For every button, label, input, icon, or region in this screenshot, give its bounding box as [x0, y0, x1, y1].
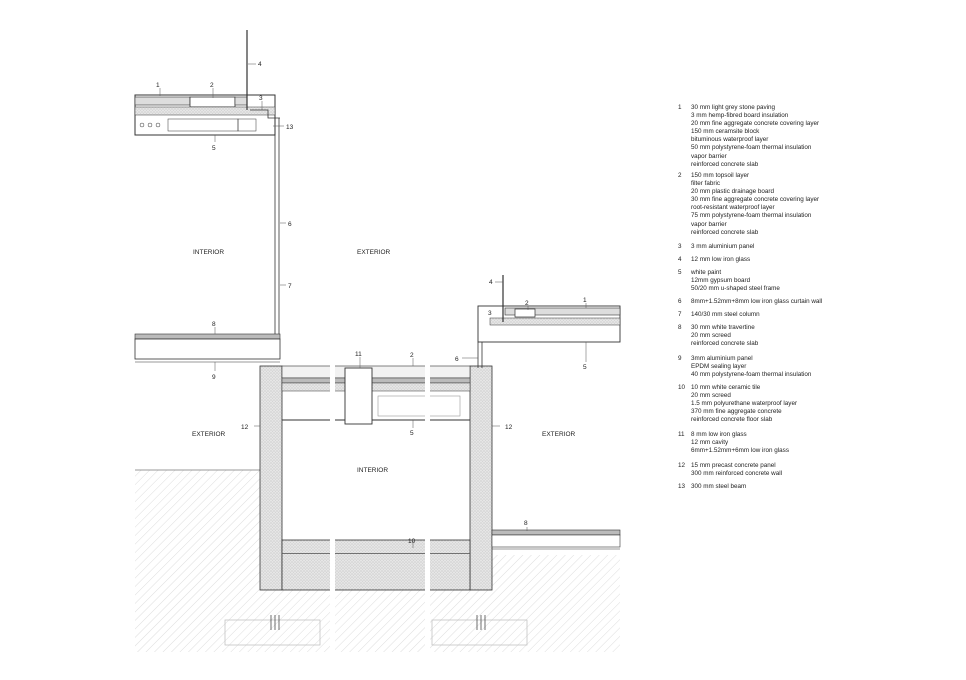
legend-number: 9	[678, 355, 682, 362]
callout-8-right: 8	[524, 520, 528, 527]
callout-1-right: 1	[583, 297, 587, 304]
legend-line: 20 mm screed	[691, 332, 731, 340]
legend-line: filter fabric	[691, 180, 721, 188]
legend-number: 7	[678, 311, 682, 318]
upper-left-roof-slab	[134, 30, 280, 136]
room-label-exterior-upper: EXTERIOR	[357, 249, 391, 256]
legend-line: 12 mm low iron glass	[691, 256, 751, 263]
legend-line: vapor barrier	[691, 152, 727, 160]
callout-3: 3	[259, 95, 263, 102]
legend-line: bituminous waterproof layer	[691, 136, 769, 144]
legend-line: 12 mm cavity	[691, 439, 729, 447]
callout-6: 6	[288, 221, 292, 228]
legend-line: 40 mm polystyrene-foam thermal insulatio…	[691, 371, 812, 379]
callout-12-right: 12	[505, 424, 513, 431]
callout-7: 7	[288, 283, 292, 290]
legend-number: 11	[678, 431, 685, 438]
legend-line: EPDM sealing layer	[691, 363, 747, 371]
legend-line: 30 mm fine aggregate concrete covering l…	[691, 196, 820, 204]
callout-12-left: 12	[241, 424, 249, 431]
legend-line: 1.5 mm polyurethane waterproof layer	[691, 400, 798, 408]
legend-line: root-resistant waterproof layer	[691, 204, 775, 212]
legend-line: 6mm+1.52mm+6mm low iron glass	[691, 447, 789, 455]
room-label-interior-lower: INTERIOR	[357, 467, 388, 474]
callout-10: 10	[408, 538, 416, 545]
callout-5: 5	[212, 145, 216, 152]
legend-line: 15 mm precast concrete panel	[691, 462, 776, 469]
legend-line: 20 mm plastic drainage board	[691, 188, 774, 196]
legend-line: 140/30 mm steel column	[691, 311, 760, 318]
upper-floor-slab	[134, 333, 281, 363]
legend-number: 12	[678, 462, 686, 469]
legend-number: 6	[678, 298, 682, 305]
callout-8: 8	[212, 321, 216, 328]
legend-line: 3mm aluminium panel	[691, 355, 753, 362]
room-label-exterior-right: EXTERIOR	[542, 431, 576, 438]
legend-line: reinforced concrete floor slab	[691, 416, 773, 424]
lower-box-structure	[224, 362, 621, 654]
legend-line: 3 mm hemp-fibred board insulation	[691, 112, 789, 120]
legend-number: 3	[678, 243, 682, 250]
callout-3-right: 3	[488, 310, 492, 317]
legend-number: 2	[678, 172, 682, 179]
legend-line: vapor barrier	[691, 220, 727, 228]
legend-line: 75 mm polystyrene-foam thermal insulatio…	[691, 212, 812, 220]
legend-line: reinforced concrete slab	[691, 340, 759, 348]
room-label-exterior-left: EXTERIOR	[192, 431, 226, 438]
legend-line: 20 mm screed	[691, 392, 731, 400]
legend-line: 30 mm light grey stone paving	[691, 104, 776, 111]
legend-line: 8mm+1.52mm+8mm low iron glass curtain wa…	[691, 298, 823, 305]
callout-11: 11	[355, 351, 362, 358]
legend-line: 150 mm ceramsite block	[691, 128, 760, 136]
legend-number: 8	[678, 324, 682, 331]
legend-number: 10	[678, 384, 686, 391]
callout-2-right: 2	[525, 300, 529, 307]
legend-number: 1	[678, 104, 682, 111]
callouts: 1 2 3 4 5 6 7 8 9 10 11 12 13 2 5 12 8 1…	[156, 61, 587, 548]
callout-4: 4	[258, 61, 262, 68]
legend-line: white paint	[691, 269, 722, 276]
legend-line: 12mm gypsum board	[691, 277, 751, 285]
callout-5-right: 5	[583, 364, 587, 371]
callout-2-lower: 2	[410, 352, 414, 359]
callout-4-right: 4	[489, 279, 493, 286]
legend-line: 3 mm aluminium panel	[691, 243, 755, 250]
legend-line: 370 mm fine aggregate concrete	[691, 408, 782, 416]
legend-line: 50 mm polystyrene-foam thermal insulatio…	[691, 144, 812, 152]
legend-line: 300 mm reinforced concrete wall	[691, 470, 782, 478]
legend-line: reinforced concrete slab	[691, 228, 759, 236]
ground-earth	[135, 469, 620, 652]
callout-13: 13	[286, 124, 294, 131]
callout-1: 1	[156, 82, 160, 89]
legend-line: 20 mm fine aggregate concrete covering l…	[691, 120, 820, 128]
legend-line: 300 mm steel beam	[691, 483, 747, 490]
room-label-interior-upper: INTERIOR	[193, 249, 224, 256]
legend-line: 8 mm low iron glass	[691, 431, 747, 438]
callout-5-lower: 5	[410, 430, 414, 437]
callout-6-lower: 6	[455, 356, 459, 363]
callout-2: 2	[210, 82, 214, 89]
callout-9: 9	[212, 374, 216, 381]
legend-number: 13	[678, 483, 686, 490]
legend-line: 10 mm white ceramic tile	[691, 384, 761, 391]
legend-number: 4	[678, 256, 682, 263]
curtain-wall	[274, 118, 280, 345]
legend-number: 5	[678, 269, 682, 276]
upper-right-roof-slab	[477, 275, 621, 368]
legend-line: 30 mm white travertine	[691, 324, 755, 331]
legend-line: 150 mm topsoil layer	[691, 172, 750, 179]
legend-line: reinforced concrete slab	[691, 160, 759, 168]
legend-line: 50/20 mm u-shaped steel frame	[691, 285, 780, 293]
